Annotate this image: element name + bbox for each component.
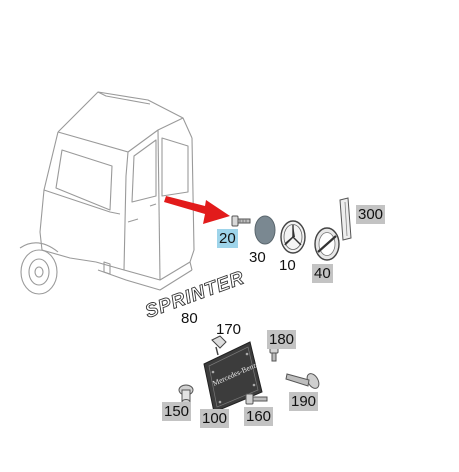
callout-80[interactable]: 80	[181, 310, 198, 327]
clip-icon	[211, 335, 227, 356]
callout-20[interactable]: 20	[217, 229, 238, 248]
callout-40[interactable]: 40	[312, 264, 333, 283]
star-emblem-icon	[280, 220, 306, 254]
cap-icon	[254, 215, 276, 245]
trim-strip-icon	[339, 197, 352, 241]
badge-emblem-icon	[314, 227, 340, 261]
callout-300[interactable]: 300	[356, 205, 386, 224]
van-illustration	[19, 91, 195, 295]
screw-long-icon	[285, 373, 320, 389]
callout-30[interactable]: 30	[249, 249, 266, 266]
callout-180[interactable]: 180	[267, 330, 297, 349]
red-arrow-icon	[164, 196, 230, 224]
screw-plate-icon	[245, 393, 268, 405]
callout-160[interactable]: 160	[244, 407, 274, 426]
callout-150[interactable]: 150	[162, 402, 192, 421]
callout-100[interactable]: 100	[200, 409, 230, 428]
callout-10[interactable]: 10	[279, 257, 296, 274]
callout-190[interactable]: 190	[289, 392, 319, 411]
callout-170[interactable]: 170	[216, 321, 242, 338]
screw-icon	[231, 215, 251, 227]
